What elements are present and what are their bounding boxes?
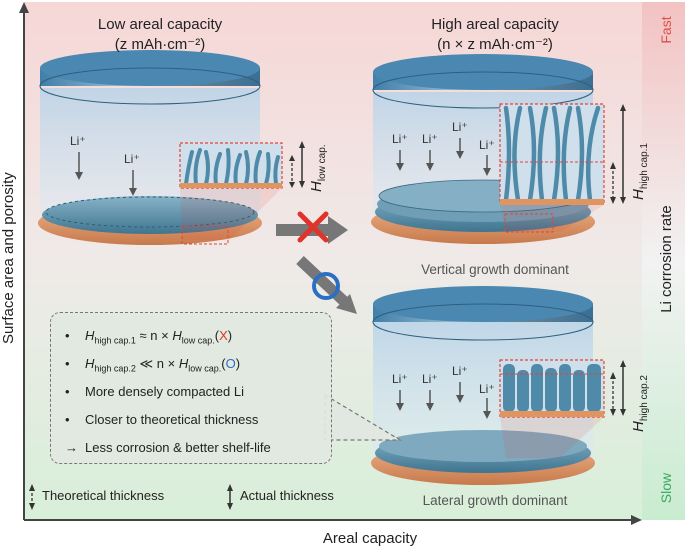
li-ion-label: Li⁺ [479,138,495,152]
legend-theoretical-label: Theoretical thickness [42,488,165,503]
high-capacity-lateral-cell [371,286,626,485]
li-ion-label: Li⁺ [392,132,408,146]
legend-actual-label: Actual thickness [240,488,334,503]
li-ion-label: Li⁺ [422,372,438,386]
y-axis [19,2,29,520]
x-axis [24,515,642,525]
low-capacity-cell [38,50,305,245]
h-high-cap2-label: Hhigh cap.2 [630,375,650,432]
li-ion-label: Li⁺ [452,364,468,378]
circle-mark-text: O [225,356,236,371]
lateral-growth-caption: Lateral growth dominant [422,493,568,508]
corrosion-rate-label: Li corrosion rate [658,205,675,313]
legend: Theoretical thickness Actual thickness [40,486,370,508]
cross-mark-text: X [219,328,228,343]
legend-theoretical-arrow [29,484,35,510]
summary-item: •More densely compacted Li [65,384,244,399]
h-low-cap-label: Hlow cap. [308,144,328,192]
corrosion-rate-bar [642,2,685,520]
preferred-path-arrow [296,255,357,314]
summary-item: →Less corrosion & better shelf-life [65,440,271,455]
li-ion-label: Li⁺ [124,152,140,166]
x-axis-label: Areal capacity [322,530,418,547]
li-ion-label: Li⁺ [392,372,408,386]
circle-mark [312,272,340,300]
slow-label: Slow [658,472,674,504]
low-capacity-title: Low areal capacity (z mAh·cm⁻²) [97,16,223,53]
li-ion-label: Li⁺ [70,134,86,148]
h-high-cap1-label: Hhigh cap.1 [630,143,650,200]
li-ion-label: Li⁺ [422,132,438,146]
li-ion-label: Li⁺ [452,120,468,134]
vertical-growth-caption: Vertical growth dominant [421,262,569,277]
summary-box: •Hhigh cap.1 ≈ n × Hlow cap.(X) •Hhigh c… [50,312,332,464]
fast-label: Fast [658,16,674,44]
y-axis-label: Surface area and porosity [0,172,17,344]
high-capacity-title: High areal capacity (n × z mAh·cm⁻²) [431,16,559,53]
summary-item: •Hhigh cap.1 ≈ n × Hlow cap.(X) [65,328,233,346]
legend-actual-arrow [227,484,233,510]
summary-item: •Closer to theoretical thickness [65,412,259,427]
high-capacity-vertical-cell [371,54,626,244]
cross-mark [297,211,329,243]
lithium-layer-low [42,196,258,234]
rejected-path-arrow [276,211,348,244]
li-ion-label: Li⁺ [479,382,495,396]
summary-item: •Hhigh cap.2 ≪ n × Hlow cap.(O) [65,356,241,374]
